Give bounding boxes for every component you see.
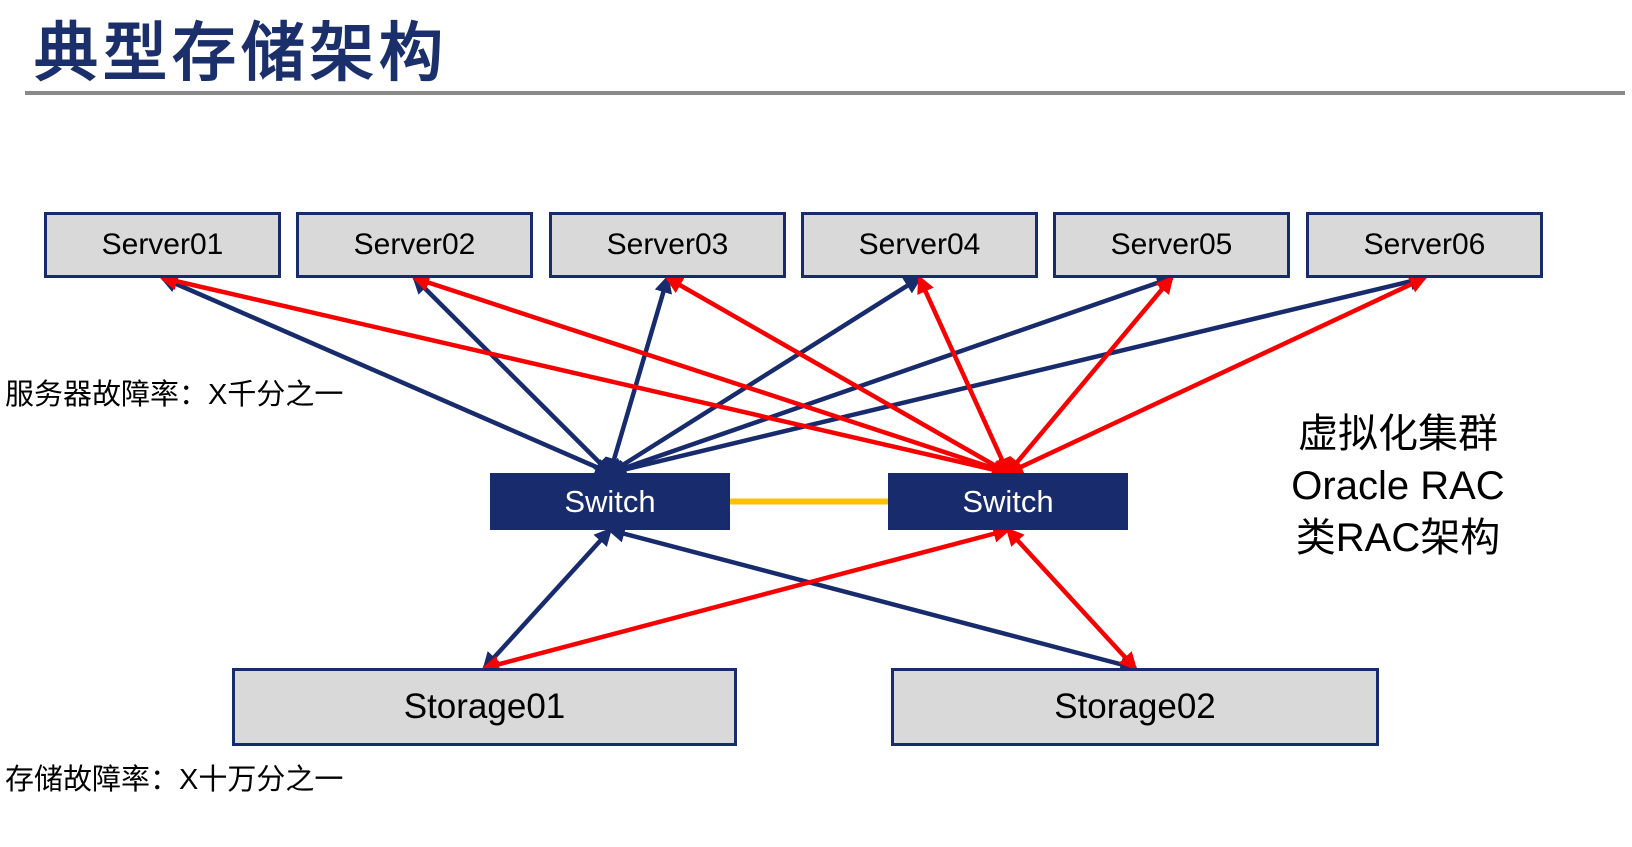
server05-label: Server05 <box>1110 228 1233 261</box>
server05-box: Server05 <box>1053 212 1290 278</box>
storage02-box: Storage02 <box>891 668 1379 746</box>
server02-box: Server02 <box>296 212 533 278</box>
title-divider <box>25 91 1625 95</box>
server04-box: Server04 <box>801 212 1038 278</box>
switch-right-box: Switch <box>888 473 1128 530</box>
server06-label: Server06 <box>1363 228 1486 261</box>
storage01-box: Storage01 <box>232 668 737 746</box>
cluster-annotation: 虚拟化集群 Oracle RAC 类RAC架构 <box>1268 408 1528 564</box>
server06-box: Server06 <box>1306 212 1543 278</box>
server03-label: Server03 <box>606 228 729 261</box>
storage01-label: Storage01 <box>403 687 566 726</box>
server04-label: Server04 <box>858 228 981 261</box>
server02-label: Server02 <box>353 228 476 261</box>
page-title: 典型存储架构 <box>34 17 448 89</box>
switch-left-box: Switch <box>490 473 730 530</box>
annotation-line-3: 类RAC架构 <box>1295 516 1501 560</box>
server-failure-rate-label: 服务器故障率：X千分之一 <box>5 379 344 411</box>
storage-failure-rate-label: 存储故障率：X十万分之一 <box>5 764 344 796</box>
annotation-line-2: Oracle RAC <box>1291 464 1505 508</box>
switch-right-label: Switch <box>962 483 1054 519</box>
server03-box: Server03 <box>549 212 786 278</box>
storage02-label: Storage02 <box>1054 687 1216 726</box>
server01-label: Server01 <box>101 228 224 261</box>
switch-left-label: Switch <box>564 483 656 519</box>
server01-box: Server01 <box>44 212 281 278</box>
annotation-line-1: 虚拟化集群 <box>1298 412 1498 456</box>
